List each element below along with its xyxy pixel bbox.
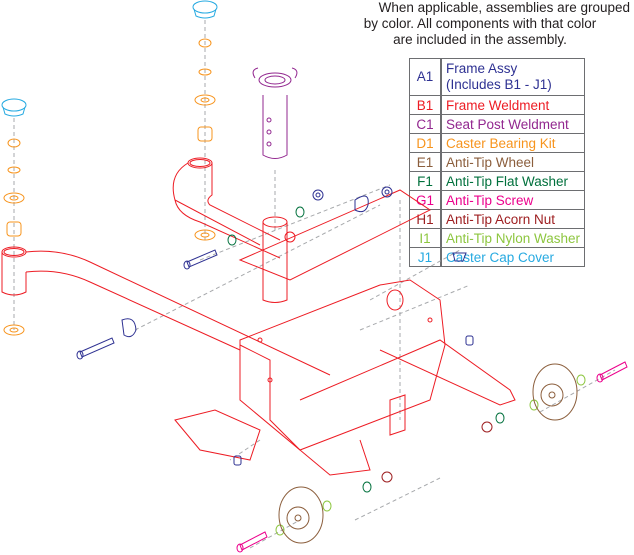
legend-label: Caster Bearing Kit [440, 133, 586, 153]
legend-code: A1 [409, 58, 442, 96]
caster-cap-cover-right [192, 0, 218, 19]
note-line-2: by color. All components with that color [363, 16, 597, 31]
legend-label-text: Anti-Tip Acorn Nut [446, 211, 556, 227]
legend-label: Frame Assy(Includes B1 - J1) [440, 58, 586, 96]
note-line-3: are included in the assembly. [393, 32, 567, 47]
legend-sublabel-text: (Includes B1 - J1) [446, 77, 552, 92]
legend-label-text: Frame Assy [446, 61, 518, 76]
anti-tip-flat-washers [227, 206, 505, 493]
leader-lines [13, 20, 616, 549]
anti-tip-acorn-nuts [381, 421, 493, 483]
legend-label-text: Caster Bearing Kit [446, 135, 556, 151]
legend-code: B1 [409, 95, 442, 115]
anti-tip-screws [236, 361, 628, 553]
legend-label: Anti-Tip Screw [440, 190, 586, 210]
caster-bearing-kit-left [3, 138, 25, 336]
caster-cap-cover-left [1, 98, 27, 117]
legend-label: Frame Weldment [440, 95, 586, 115]
legend-label-text: Seat Post Weldment [446, 116, 569, 132]
legend-code: D1 [409, 133, 442, 153]
frame-hardware [76, 186, 474, 466]
assembly-color-note: When applicable, assemblies are grouped … [330, 0, 630, 48]
frame-weldment [1, 157, 516, 476]
legend-label-text: Anti-Tip Screw [446, 192, 534, 208]
anti-tip-wheels [278, 363, 578, 544]
legend-label-text: Anti-Tip Flat Washer [446, 173, 569, 189]
caster-bearing-kit-right [194, 38, 216, 241]
seat-post-weldment [252, 67, 298, 159]
legend-code: F1 [409, 171, 442, 191]
legend-label-text: Caster Cap Cover [446, 249, 555, 265]
legend-label-text: Frame Weldment [446, 97, 550, 113]
legend-code: J1 [409, 247, 442, 267]
legend-label-text: Anti-Tip Nylon Washer [446, 230, 581, 246]
legend-label: Caster Cap Cover [440, 247, 586, 267]
legend-label: Anti-Tip Flat Washer [440, 171, 586, 191]
legend-label-text: Anti-Tip Wheel [446, 154, 535, 170]
note-line-1: When applicable, assemblies are grouped [378, 0, 630, 15]
legend-code: H1 [409, 209, 442, 229]
legend-label: Anti-Tip Acorn Nut [440, 209, 586, 229]
